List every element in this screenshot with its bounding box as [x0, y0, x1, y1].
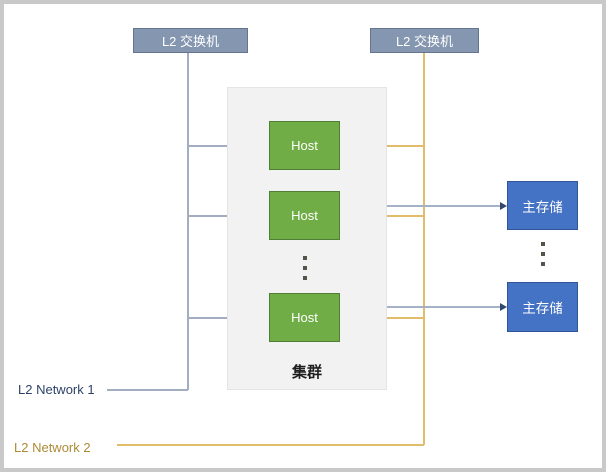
storages-ellipsis-dot: [541, 262, 545, 266]
network1-vertical-line: [187, 53, 189, 390]
network2-vertical-line: [423, 53, 425, 445]
storages-ellipsis-dot: [541, 242, 545, 246]
switch-2-label: L2 交换机: [395, 34, 454, 49]
storage-2: 主存储: [507, 282, 578, 332]
cluster-to-storage2-line: [387, 306, 500, 308]
hosts-ellipsis-dot: [303, 266, 307, 270]
arrowhead-storage2-icon: [500, 303, 507, 311]
host-3: Host: [269, 293, 340, 342]
storage-1-label: 主存储: [522, 199, 563, 215]
network1-label-line: [107, 389, 188, 391]
host-2: Host: [269, 191, 340, 240]
network1-label: L2 Network 1: [18, 382, 95, 397]
storages-ellipsis-dot: [541, 252, 545, 256]
host-1-label: Host: [291, 138, 318, 153]
host-3-label: Host: [291, 310, 318, 325]
host-2-label: Host: [291, 208, 318, 223]
cluster-label: 集群: [291, 364, 322, 381]
network2-label-line: [117, 444, 424, 446]
hosts-ellipsis-dot: [303, 276, 307, 280]
switch-1-label: L2 交换机: [161, 34, 220, 49]
storage-2-label: 主存储: [522, 301, 563, 316]
cluster-to-storage1-line: [387, 205, 500, 207]
storage-1: 主存储: [507, 181, 578, 230]
arrowhead-storage1-icon: [500, 202, 507, 210]
switch-2: L2 交换机: [370, 28, 479, 53]
network2-label: L2 Network 2: [14, 440, 91, 455]
hosts-ellipsis-dot: [303, 256, 307, 260]
switch-1: L2 交换机: [133, 28, 248, 53]
host-1: Host: [269, 121, 340, 170]
